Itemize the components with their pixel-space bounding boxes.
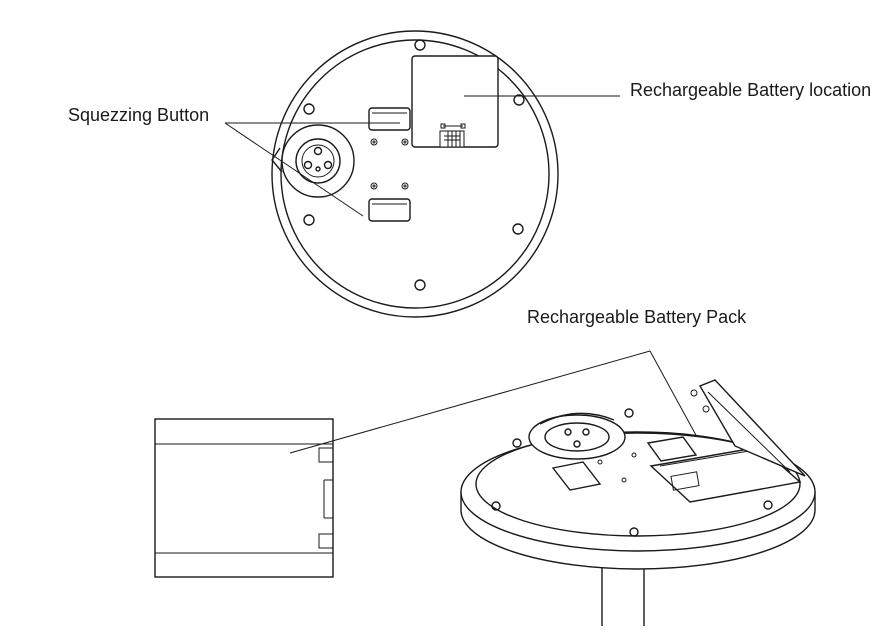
battery-location-label: Rechargeable Battery location [630,80,871,100]
slot-lower [368,198,411,222]
squeezing-button [271,124,355,198]
battery-pack-label: Rechargeable Battery Pack [527,307,747,327]
slot-upper [368,107,411,131]
base-bottom-view [224,30,620,318]
screw-holes [303,39,525,291]
fixing-dots [370,138,409,190]
base-perspective-view [460,379,816,626]
battery-compartment [411,55,499,148]
squeezing-button-label: Squezzing Button [68,105,209,125]
battery-pack [154,418,334,578]
